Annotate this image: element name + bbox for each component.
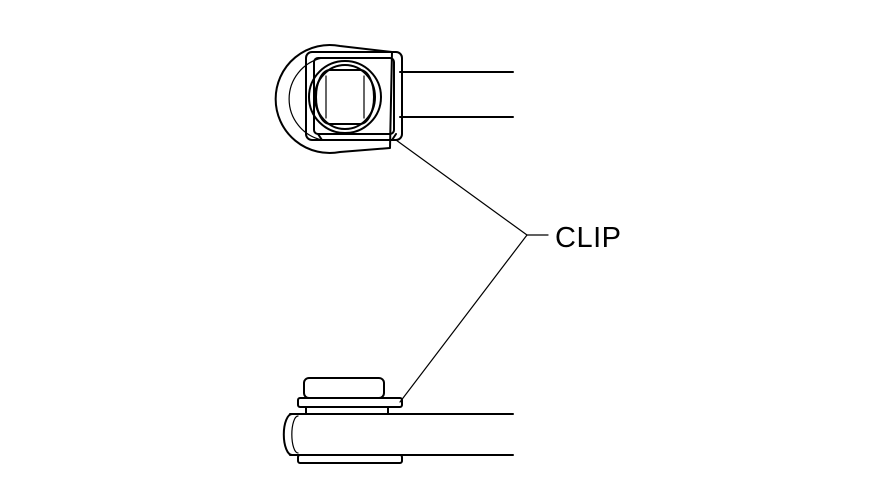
top-fitting-flat-face [315,69,375,125]
top-clip-tab [317,133,397,141]
top-fitting-outer-ring [308,60,382,134]
top-fitting-rim [314,64,376,130]
bottom-collar [303,377,385,399]
top-clip-frame-inner [313,57,395,135]
bottom-view-connector [282,377,514,464]
callout-leaders [395,139,549,403]
bottom-pipe-end-inner [291,415,299,454]
leader-line-bottom [399,234,528,403]
top-outer-housing [274,44,393,154]
top-view-connector [274,44,514,154]
bottom-clip-lower-plate [305,406,389,415]
clip-callout-label: CLIP [555,222,622,254]
bottom-pipe-rounded-end [282,413,293,456]
top-housing-inner-arc [288,57,323,141]
bottom-clip-plate [297,397,403,408]
bottom-base-plate [297,454,403,464]
leader-line-top [395,139,549,236]
